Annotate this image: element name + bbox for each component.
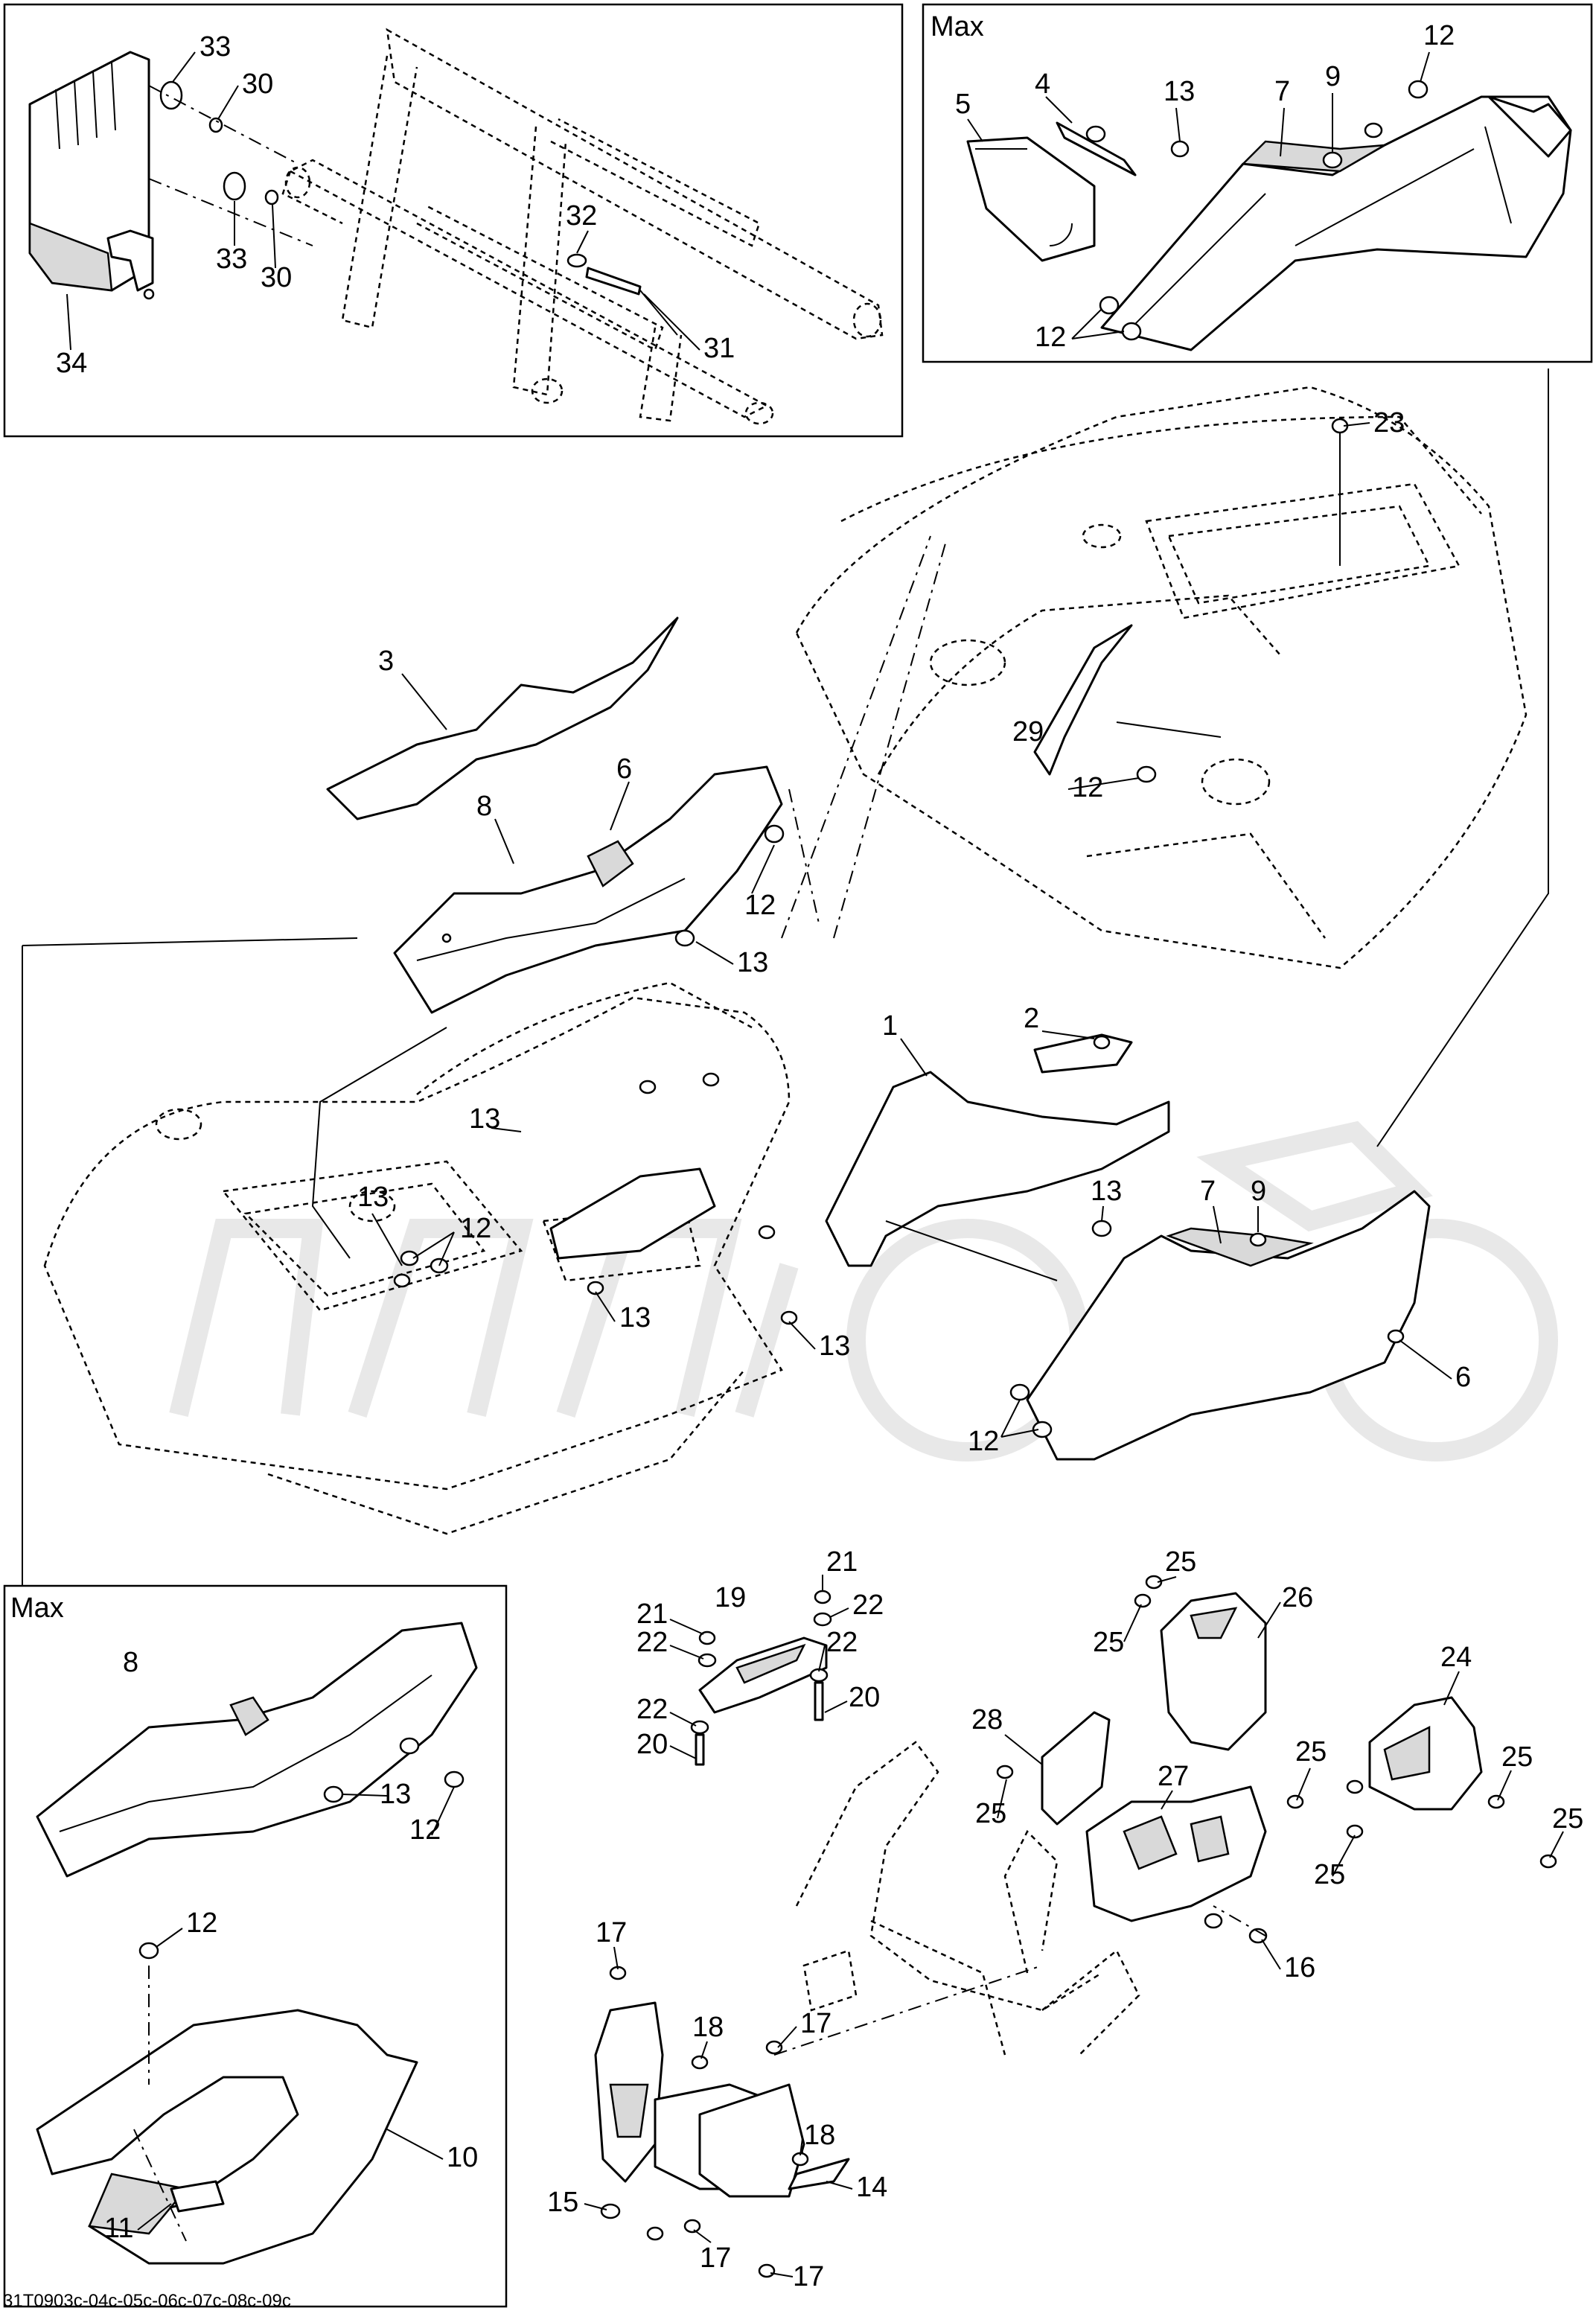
callout-29: 29 xyxy=(1012,716,1044,748)
callout-14: 14 xyxy=(856,2172,887,2203)
callout-9-m: 9 xyxy=(1251,1176,1266,1207)
callout-7-tr: 7 xyxy=(1274,76,1290,107)
callout-30b: 30 xyxy=(261,262,292,293)
callout-13-m-d: 13 xyxy=(619,1302,651,1333)
callout-2: 2 xyxy=(1024,1003,1039,1034)
callout-28: 28 xyxy=(971,1704,1003,1735)
front-frame-ghost xyxy=(773,1741,1140,2056)
part-29-trim xyxy=(1033,418,1349,783)
callout-25-c: 25 xyxy=(1295,1736,1327,1767)
callout-25-d: 25 xyxy=(1501,1741,1533,1773)
callout-20-a: 20 xyxy=(849,1682,880,1713)
box-title-max-top: Max xyxy=(931,11,984,42)
box-max-rear-panels xyxy=(922,3,1593,363)
callout-12-tr-b: 12 xyxy=(1035,322,1066,353)
callout-31: 31 xyxy=(703,333,735,364)
callout-27: 27 xyxy=(1158,1761,1189,1792)
reference-code: 31T0903c-04c-05c-06c-07c-08c-09c xyxy=(3,2291,291,2311)
part-19-bracket xyxy=(690,1590,832,1766)
callout-13-m-c: 13 xyxy=(357,1182,389,1213)
front-fender-ghost xyxy=(43,981,791,1535)
callout-18-a: 18 xyxy=(692,2012,724,2043)
callout-19: 19 xyxy=(715,1582,746,1613)
callout-21-b: 21 xyxy=(826,1546,858,1578)
callout-12-tr-a: 12 xyxy=(1423,20,1455,51)
callout-21-a: 21 xyxy=(636,1598,668,1630)
callout-17-c: 17 xyxy=(700,2243,731,2274)
callout-20-b: 20 xyxy=(636,1729,668,1760)
part-7-side-panel xyxy=(1009,1190,1431,1461)
callout-22-a: 22 xyxy=(636,1627,668,1658)
callout-13-tr: 13 xyxy=(1164,76,1195,107)
callout-22-d: 22 xyxy=(636,1694,668,1725)
callout-8: 8 xyxy=(476,791,492,822)
rear-fender-ghost xyxy=(795,386,1528,969)
part-8-side-panel xyxy=(393,765,785,1014)
callout-23: 23 xyxy=(1373,407,1405,439)
callout-leaders xyxy=(66,51,1564,2277)
part-3-decal xyxy=(326,616,679,820)
callout-12-m-d: 12 xyxy=(968,1426,999,1457)
callout-5: 5 xyxy=(955,89,971,120)
callout-18-b: 18 xyxy=(804,2120,835,2151)
callout-12-bl-a: 12 xyxy=(409,1814,441,1846)
callout-10: 10 xyxy=(447,2142,478,2173)
front-bumper-parts xyxy=(594,1966,850,2278)
callout-13-m-b: 13 xyxy=(469,1103,500,1135)
callout-24: 24 xyxy=(1440,1642,1472,1673)
callout-13-m-e: 13 xyxy=(819,1330,850,1362)
box-frame-rack-brackets xyxy=(3,3,904,438)
callout-13-m-f: 13 xyxy=(1091,1176,1122,1207)
callout-25-f: 25 xyxy=(1552,1803,1583,1835)
callout-labels: 33 30 33 30 32 31 34 Max 5 4 13 7 9 12 1… xyxy=(3,11,1583,2311)
callout-33a: 33 xyxy=(200,31,231,63)
callout-25-a: 25 xyxy=(1165,1546,1196,1578)
callout-6-b: 6 xyxy=(1455,1362,1471,1393)
callout-16: 16 xyxy=(1284,1952,1315,1983)
callout-4: 4 xyxy=(1035,68,1050,100)
callout-22-b: 22 xyxy=(852,1590,884,1621)
callout-25-e: 25 xyxy=(975,1798,1006,1829)
callout-34: 34 xyxy=(56,348,87,379)
center-fasteners xyxy=(393,1072,798,1325)
callout-12-m-a: 12 xyxy=(744,890,776,921)
box-title-max-bottom: Max xyxy=(10,1593,64,1624)
callout-13-bl: 13 xyxy=(380,1779,411,1810)
callout-25-b: 25 xyxy=(1093,1627,1124,1658)
skid-and-guards xyxy=(996,1575,1557,1944)
callout-33b: 33 xyxy=(216,243,247,275)
callout-7-m: 7 xyxy=(1200,1176,1216,1207)
assembly-arrows xyxy=(22,369,1549,1586)
callout-22-c: 22 xyxy=(826,1627,858,1658)
box-max-lower-panels xyxy=(3,1584,508,2308)
callout-13-m-a: 13 xyxy=(737,947,768,978)
callout-26: 26 xyxy=(1282,1582,1313,1613)
callout-17-d: 17 xyxy=(793,2261,824,2292)
callout-30a: 30 xyxy=(242,68,273,100)
callout-12-m-c: 12 xyxy=(460,1213,491,1244)
callout-15: 15 xyxy=(547,2187,578,2218)
callout-1: 1 xyxy=(882,1010,898,1042)
callout-9-tr: 9 xyxy=(1325,61,1341,92)
callout-17-a: 17 xyxy=(596,1917,627,1948)
callout-32: 32 xyxy=(566,200,597,232)
callout-25-g: 25 xyxy=(1314,1859,1345,1890)
callout-3: 3 xyxy=(378,646,394,677)
callout-17-b: 17 xyxy=(800,2008,831,2039)
callout-8-bl: 8 xyxy=(123,1647,138,1678)
callout-11: 11 xyxy=(104,2213,133,2244)
callout-12-bl-b: 12 xyxy=(186,1907,217,1939)
callout-6-a: 6 xyxy=(616,753,632,785)
